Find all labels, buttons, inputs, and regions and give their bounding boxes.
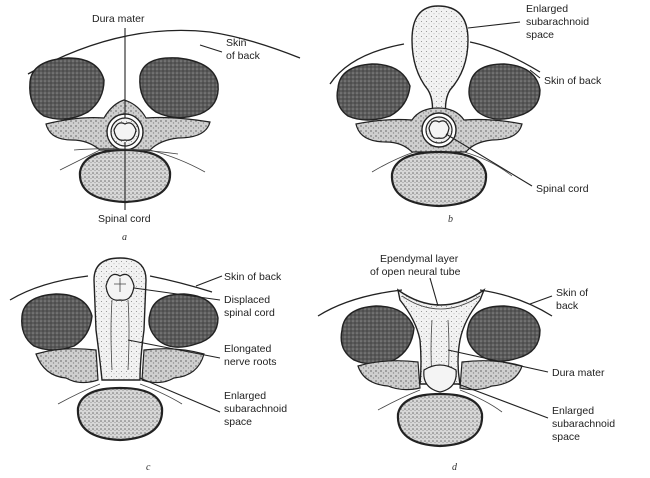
label-skin: Skin [226,37,247,49]
caption-d: d [452,462,458,473]
label-enlarged: Enlarged [552,405,594,417]
label-elongated: Elongated [224,343,271,355]
label-space: space [224,416,252,428]
panel-a: Dura mater Skin of back Spinal cord a [28,13,300,243]
vertebral-arch-right [140,58,218,118]
label-open-neural-tube: of open neural tube [370,266,461,278]
panel-c: Skin of back Displaced spinal cord Elong… [10,258,287,473]
caption-b: b [448,214,453,225]
leader-skin [200,45,222,52]
label-subarachnoid: subarachnoid [224,403,287,415]
vertebral-body [78,388,162,440]
label-subarachnoid: subarachnoid [526,16,589,28]
leader-skin [530,296,552,304]
vertebral-arch-right [469,64,540,119]
spinal-cord [429,121,449,138]
label-dura-mater: Dura mater [92,13,145,25]
vertebral-body [392,152,486,206]
panel-b: Enlarged subarachnoid space Skin of back… [330,3,602,225]
dura-mater [424,365,456,392]
caption-a: a [122,232,127,243]
label-enlarged: Enlarged [224,390,266,402]
vertebral-arch-left [30,58,104,119]
leader-skin [196,276,222,286]
spinal-cord [114,123,136,140]
label-skin-of: Skin of [556,287,588,299]
label-spinal-cord: Spinal cord [536,183,589,195]
label-enlarged: Enlarged [526,3,568,15]
panel-d: Ependymal layer of open neural tube Skin… [318,253,615,473]
label-skin-of-back: Skin of back [224,271,282,283]
label-displaced: Displaced [224,294,270,306]
leader-ependymal [430,278,438,306]
label-back: back [556,300,579,312]
label-skin-of-back: Skin of back [544,75,602,87]
label-subarachnoid: subarachnoid [552,418,615,430]
vertebral-arch-left [337,64,410,120]
vertebral-body [398,394,482,446]
label-of-back: of back [226,50,261,62]
label-space: space [526,29,554,41]
label-spinal-cord: Spinal cord [98,213,151,225]
vertebral-arch-left [341,306,414,364]
leader-enlarged-space [468,22,520,28]
vertebral-arch-right [467,306,540,361]
enlarged-sac [412,6,468,116]
caption-c: c [146,462,151,473]
label-nerve-roots: nerve roots [224,356,277,368]
label-space: space [552,431,580,443]
vertebral-arch-left [22,294,92,350]
label-ependymal-layer: Ependymal layer [380,253,459,265]
vertebral-arch-right [149,294,218,347]
label-spinal-cord: spinal cord [224,307,275,319]
label-dura-mater: Dura mater [552,367,605,379]
